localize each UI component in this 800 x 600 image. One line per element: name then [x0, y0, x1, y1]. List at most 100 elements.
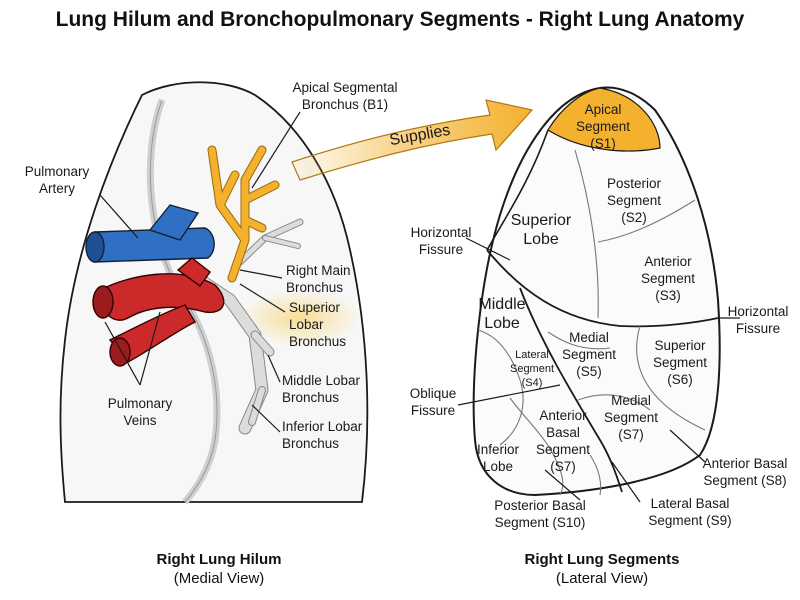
- horizontal-fissure-left-line2: Fissure: [419, 242, 463, 257]
- horizontal-fissure-line: [486, 249, 719, 328]
- s5-label-line1: Medial: [569, 330, 609, 345]
- superior-lobar-glow: [238, 290, 362, 346]
- s8-label-line1: Anterior Basal: [703, 456, 788, 471]
- s10-label-line1: Posterior Basal: [494, 498, 586, 513]
- s6-label-line2: Segment: [653, 355, 707, 370]
- pulmonary-artery-label-line2: Artery: [39, 181, 75, 196]
- apical-bronchus-b1: [207, 145, 280, 283]
- label-s3: Anterior Segment (S3): [641, 254, 695, 303]
- label-inferior-lobar-bronchus: Inferior Lobar Bronchus: [282, 419, 363, 451]
- superior-lobar-bronchus-label-line1: Superior: [289, 300, 341, 315]
- hilum-leaders: [99, 111, 301, 433]
- fissures: [486, 129, 719, 493]
- s1-label-line1: Apical: [585, 102, 622, 117]
- s7-anterior-basal-label-line4: (S7): [550, 459, 576, 474]
- s2-label-line3: (S2): [621, 210, 647, 225]
- label-oblique-fissure: Oblique Fissure: [410, 386, 457, 418]
- pulmonary-veins-label-line2: Veins: [123, 413, 156, 428]
- pulmonary-veins-label-line1: Pulmonary: [108, 396, 173, 411]
- s2-label-line2: Segment: [607, 193, 661, 208]
- s7-medial-label-line2: Segment: [604, 410, 658, 425]
- label-s8: Anterior Basal Segment (S8): [703, 456, 788, 488]
- label-s4: Lateral Segment (S4): [510, 349, 554, 389]
- s8-label-line2: Segment (S8): [703, 473, 786, 488]
- superior-lobe-label-line1: Superior: [511, 212, 572, 229]
- label-pulmonary-veins: Pulmonary Veins: [108, 396, 173, 428]
- right-main-bronchus-label-line1: Right Main: [286, 263, 351, 278]
- pulmonary-artery-label-line1: Pulmonary: [25, 164, 90, 179]
- superior-lobar-bronchus-label-line3: Bronchus: [289, 334, 346, 349]
- hilum-caption: Right Lung Hilum (Medial View): [157, 551, 282, 587]
- label-s9: Lateral Basal Segment (S9): [648, 496, 731, 528]
- inferior-lobar-bronchus-label-line1: Inferior Lobar: [282, 419, 363, 434]
- inferior-lobe-label-line2: Lobe: [483, 459, 513, 474]
- s1-label-line2: Segment: [576, 119, 630, 134]
- s9-label-line1: Lateral Basal: [651, 496, 730, 511]
- hilum-caption-title: Right Lung Hilum: [157, 551, 282, 568]
- right-main-bronchus-label-line2: Bronchus: [286, 280, 343, 295]
- segments-caption-subtitle: (Lateral View): [556, 570, 648, 587]
- middle-lobe-label-line2: Lobe: [484, 315, 520, 332]
- s3-label-line3: (S3): [655, 288, 681, 303]
- horizontal-fissure-left-line1: Horizontal: [411, 225, 472, 240]
- label-s6: Superior Segment (S6): [653, 338, 707, 387]
- segment-lung-outline: [472, 86, 721, 497]
- bronchial-tree: [193, 218, 304, 435]
- label-pulmonary-artery: Pulmonary Artery: [25, 164, 90, 196]
- label-apical-bronchus: Apical Segmental Bronchus (B1): [292, 80, 397, 112]
- label-middle-lobar-bronchus: Middle Lobar Bronchus: [282, 373, 361, 405]
- label-horizontal-fissure-left: Horizontal Fissure: [411, 225, 472, 257]
- label-middle-lobe: Middle Lobe: [478, 296, 525, 332]
- oblique-fissure-line: [519, 287, 623, 493]
- inferior-lobe-label-line1: Inferior: [477, 442, 520, 457]
- s4-label-line2: Segment: [510, 363, 554, 375]
- superior-lobe-label-line2: Lobe: [523, 231, 559, 248]
- horizontal-fissure-right-line1: Horizontal: [728, 304, 789, 319]
- s5-label-line2: Segment: [562, 347, 616, 362]
- segment-s1-fill: [547, 87, 661, 152]
- middle-lobar-bronchus-label-line1: Middle Lobar: [282, 373, 361, 388]
- label-superior-lobar-bronchus: Superior Lobar Bronchus: [289, 300, 346, 349]
- s9-label-line2: Segment (S9): [648, 513, 731, 528]
- segment-leaders: [457, 237, 740, 503]
- s3-label-line1: Anterior: [644, 254, 692, 269]
- hilum-caption-subtitle: (Medial View): [174, 570, 265, 587]
- s10-label-line2: Segment (S10): [495, 515, 586, 530]
- label-inferior-lobe: Inferior Lobe: [477, 442, 520, 474]
- middle-lobe-label-line1: Middle: [478, 296, 525, 313]
- s7-anterior-basal-label-line3: Segment: [536, 442, 590, 457]
- segment-divisions: [477, 149, 706, 496]
- s4-label-line3: (S4): [522, 377, 543, 389]
- middle-lobar-bronchus-label-line2: Bronchus: [282, 390, 339, 405]
- label-s7-anterior-basal: Anterior Basal Segment (S7): [536, 408, 590, 474]
- label-s7-medial: Medial Segment (S7): [604, 393, 658, 442]
- segment-lung: [472, 86, 721, 497]
- label-horizontal-fissure-right: Horizontal Fissure: [728, 304, 789, 336]
- s7-medial-label-line1: Medial: [611, 393, 651, 408]
- apical-bronchus-label-line1: Apical Segmental: [292, 80, 397, 95]
- label-right-main-bronchus: Right Main Bronchus: [286, 263, 351, 295]
- page-title: Lung Hilum and Bronchopulmonary Segments…: [55, 8, 745, 31]
- mediastinal-surface-edge: [149, 99, 218, 503]
- pulmonary-artery: [85, 204, 215, 263]
- label-s1: Apical Segment (S1): [576, 102, 630, 151]
- s7-anterior-basal-label-line2: Basal: [546, 425, 580, 440]
- inferior-lobar-bronchus-label-line2: Bronchus: [282, 436, 339, 451]
- oblique-fissure-line2: Fissure: [411, 403, 455, 418]
- supplies-arrow: Supplies: [291, 99, 534, 181]
- label-s10: Posterior Basal Segment (S10): [494, 498, 586, 530]
- s7-anterior-basal-label-line1: Anterior: [539, 408, 587, 423]
- s5-label-line3: (S5): [576, 364, 602, 379]
- horizontal-fissure-right-line2: Fissure: [736, 321, 780, 336]
- s6-label-line3: (S6): [667, 372, 693, 387]
- oblique-fissure-line1: Oblique: [410, 386, 457, 401]
- s2-label-line1: Posterior: [607, 176, 662, 191]
- superior-lobar-bronchus-label-line2: Lobar: [289, 317, 324, 332]
- s7-medial-label-line3: (S7): [618, 427, 644, 442]
- label-superior-lobe: Superior Lobe: [511, 212, 572, 248]
- label-s5: Medial Segment (S5): [562, 330, 616, 379]
- segments-caption: Right Lung Segments (Lateral View): [525, 551, 680, 587]
- apical-bronchus-label-line2: Bronchus (B1): [302, 97, 388, 112]
